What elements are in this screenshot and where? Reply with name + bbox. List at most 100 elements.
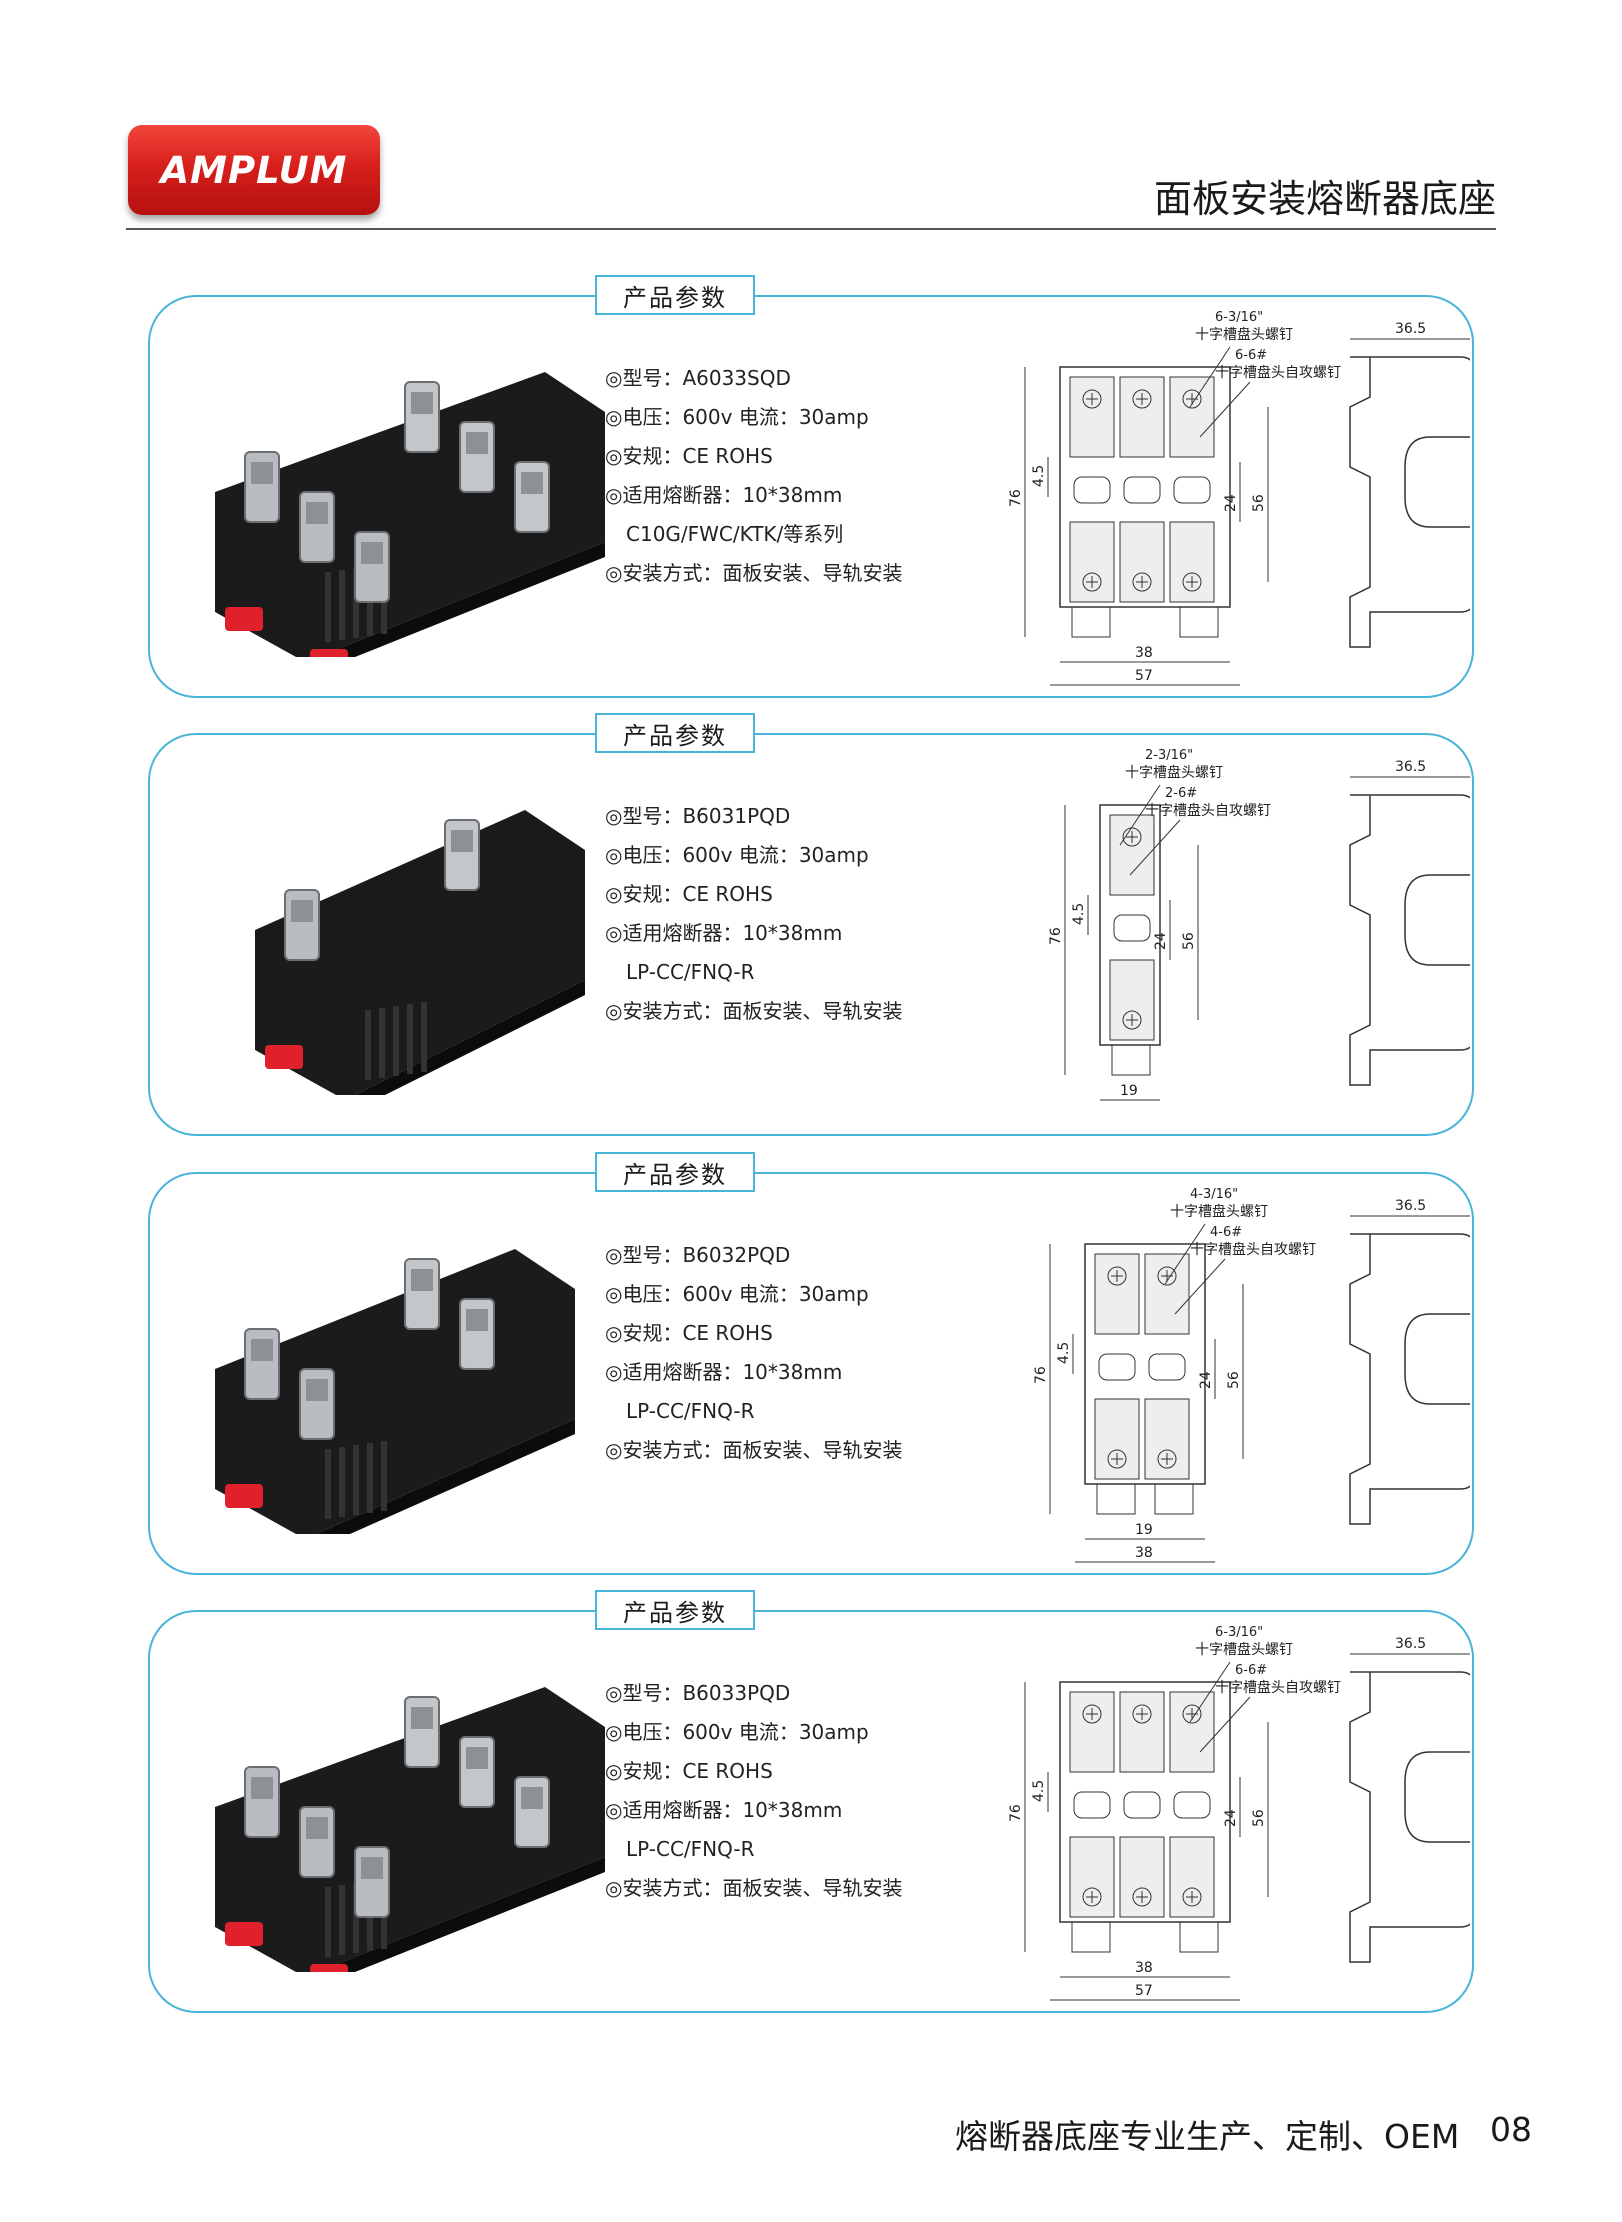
screw-spec-label: 2-3/16" bbox=[1145, 748, 1193, 763]
product-panel: 产品参数 ◎型号：A6033SQD◎电压：600v 电流：30amp◎安规：CE … bbox=[148, 275, 1474, 698]
product-panel: 产品参数 ◎型号：B6033PQD ◎电压：600v 电流：30amp ◎安规：CE … bbox=[148, 1590, 1474, 2013]
side-view-drawing bbox=[1349, 1653, 1470, 1963]
brand-logo: AMPLUM bbox=[128, 125, 380, 215]
spec-mounting: ◎安装方式：面板安装、导轨安装 bbox=[605, 561, 903, 585]
fuse-clip bbox=[354, 1776, 550, 1918]
fuse-clip bbox=[299, 1736, 495, 1878]
fuse-holder-body bbox=[255, 810, 585, 1095]
panel-tab-title: 产品参数 bbox=[595, 713, 755, 753]
panel-tab-title: 产品参数 bbox=[595, 275, 755, 315]
spec-fuse-series: C10G/FWC/KTK/等系列 bbox=[626, 522, 844, 546]
product-panel: 产品参数 ◎型号：B6032PQD ◎电压：600v 电流：30amp ◎安规：CE … bbox=[148, 1152, 1474, 1575]
dim-width-inner-label: 38 bbox=[1135, 1960, 1153, 1976]
side-view-drawing bbox=[1349, 1215, 1470, 1525]
mounting-tab-red bbox=[310, 1964, 348, 1972]
panel-tab-title: 产品参数 bbox=[595, 1590, 755, 1630]
dim-width-inner-label: 19 bbox=[1135, 1522, 1153, 1538]
self-tap-spec-label: 4-6# bbox=[1210, 1225, 1242, 1240]
dim-small-label: 4.5 bbox=[1056, 1342, 1072, 1364]
front-view-drawing bbox=[1059, 1681, 1231, 1953]
screw-spec-label: 6-3/16" bbox=[1215, 310, 1263, 325]
dimension-lines bbox=[1049, 1223, 1244, 1563]
screw-spec-label: 6-3/16" bbox=[1215, 1625, 1263, 1640]
front-view-drawing bbox=[1099, 804, 1161, 1076]
product-photo bbox=[215, 372, 605, 657]
spec-model: ◎型号：B6032PQD bbox=[605, 1243, 791, 1267]
spec-voltage: ◎电压：600v 电流：30amp bbox=[605, 1282, 869, 1306]
screw-name-label: 十字槽盘头螺钉 bbox=[1125, 764, 1223, 781]
spec-mounting: ◎安装方式：面板安装、导轨安装 bbox=[605, 1876, 903, 1900]
product-specs: ◎型号：B6033PQD ◎电压：600v 电流：30amp ◎安规：CE ROHS… bbox=[605, 1674, 1005, 1908]
fuse-holder-body bbox=[215, 1249, 575, 1534]
dim-height-label: 76 bbox=[1008, 1804, 1024, 1822]
header-divider bbox=[126, 228, 1496, 230]
fuse-holder-body bbox=[215, 1687, 605, 1972]
spec-certification: ◎安规：CE ROHS bbox=[605, 882, 773, 906]
spec-fuse-size: ◎适用熔断器：10*38mm bbox=[605, 921, 843, 945]
fuse-clip bbox=[299, 1298, 495, 1440]
spec-fuse-series: LP-CC/FNQ-R bbox=[626, 1837, 755, 1861]
mounting-tab-red bbox=[310, 649, 348, 657]
screw-name-label: 十字槽盘头螺钉 bbox=[1195, 1641, 1293, 1658]
dim-height-label: 76 bbox=[1048, 927, 1064, 945]
screw-spec-label: 4-3/16" bbox=[1190, 1187, 1238, 1202]
dim-height-label: 76 bbox=[1033, 1366, 1049, 1384]
dim-mid-label: 56 bbox=[1181, 932, 1197, 950]
spec-model: ◎型号：B6033PQD bbox=[605, 1681, 791, 1705]
dimension-lines bbox=[1024, 346, 1269, 686]
spec-mounting: ◎安装方式：面板安装、导轨安装 bbox=[605, 999, 903, 1023]
dim-width-outer-label: 57 bbox=[1135, 1983, 1153, 1999]
spec-model: ◎型号：A6033SQD bbox=[605, 366, 791, 390]
spec-fuse-size: ◎适用熔断器：10*38mm bbox=[605, 1360, 843, 1384]
screw-name-label: 十字槽盘头螺钉 bbox=[1195, 326, 1293, 343]
self-tap-spec-label: 2-6# bbox=[1165, 786, 1197, 801]
dim-mid-label: 56 bbox=[1251, 494, 1267, 512]
screw-name-label: 十字槽盘头螺钉 bbox=[1170, 1203, 1268, 1220]
spec-fuse-size: ◎适用熔断器：10*38mm bbox=[605, 1798, 843, 1822]
dim-depth-label: 36.5 bbox=[1395, 1198, 1426, 1214]
self-tap-spec-label: 6-6# bbox=[1235, 1663, 1267, 1678]
spec-certification: ◎安规：CE ROHS bbox=[605, 1759, 773, 1783]
dim-width-outer-label: 38 bbox=[1135, 1545, 1153, 1561]
dim-small-label: 4.5 bbox=[1031, 1780, 1047, 1802]
self-tap-name-label: 十字槽盘头自攻螺钉 bbox=[1190, 1241, 1316, 1258]
front-view-drawing bbox=[1084, 1243, 1206, 1515]
front-view-drawing bbox=[1059, 366, 1231, 638]
spec-voltage: ◎电压：600v 电流：30amp bbox=[605, 1720, 869, 1744]
mounting-tab-red bbox=[225, 1922, 263, 1946]
fuse-clip bbox=[299, 421, 495, 563]
dim-mid-label: 56 bbox=[1251, 1809, 1267, 1827]
technical-drawing: 76 4.5 24 56 19 38 4-3/16"十字槽盘头螺钉 4-6#十字槽盘头自攻螺钉… bbox=[1033, 1187, 1470, 1563]
page-number: 08 bbox=[1490, 2110, 1532, 2149]
side-view-drawing bbox=[1349, 338, 1470, 648]
dim-height-label: 76 bbox=[1008, 489, 1024, 507]
dim-width-outer-label: 57 bbox=[1135, 668, 1153, 684]
spec-fuse-series: LP-CC/FNQ-R bbox=[626, 960, 755, 984]
brand-logo-text: AMPLUM bbox=[160, 148, 348, 192]
panel-tab-title: 产品参数 bbox=[595, 1152, 755, 1192]
spec-fuse-size: ◎适用熔断器：10*38mm bbox=[605, 483, 843, 507]
product-specs: ◎型号：B6032PQD ◎电压：600v 电流：30amp ◎安规：CE ROHS… bbox=[605, 1236, 1005, 1470]
product-photo bbox=[255, 810, 585, 1095]
mounting-tab-red bbox=[225, 607, 263, 631]
product-specs: ◎型号：B6031PQD◎电压：600v 电流：30amp◎安规：CE ROHS… bbox=[605, 797, 1005, 1031]
dim-depth-label: 36.5 bbox=[1395, 321, 1426, 337]
spec-certification: ◎安规：CE ROHS bbox=[605, 1321, 773, 1345]
product-specs: ◎型号：A6033SQD◎电压：600v 电流：30amp◎安规：CE ROHS… bbox=[605, 359, 1005, 593]
dim-mid-label: 56 bbox=[1226, 1371, 1242, 1389]
product-photo bbox=[215, 1687, 605, 1972]
dim-inner-label: 24 bbox=[1153, 932, 1169, 950]
dim-small-label: 4.5 bbox=[1031, 465, 1047, 487]
mounting-tab-red bbox=[265, 1045, 303, 1069]
spec-fuse-series: LP-CC/FNQ-R bbox=[626, 1399, 755, 1423]
spec-voltage: ◎电压：600v 电流：30amp bbox=[605, 843, 869, 867]
dimension-lines bbox=[1064, 784, 1199, 1101]
spec-certification: ◎安规：CE ROHS bbox=[605, 444, 773, 468]
dim-depth-label: 36.5 bbox=[1395, 759, 1426, 775]
dimension-lines bbox=[1024, 1661, 1269, 2001]
dim-inner-label: 24 bbox=[1198, 1371, 1214, 1389]
fuse-clip bbox=[284, 819, 480, 961]
